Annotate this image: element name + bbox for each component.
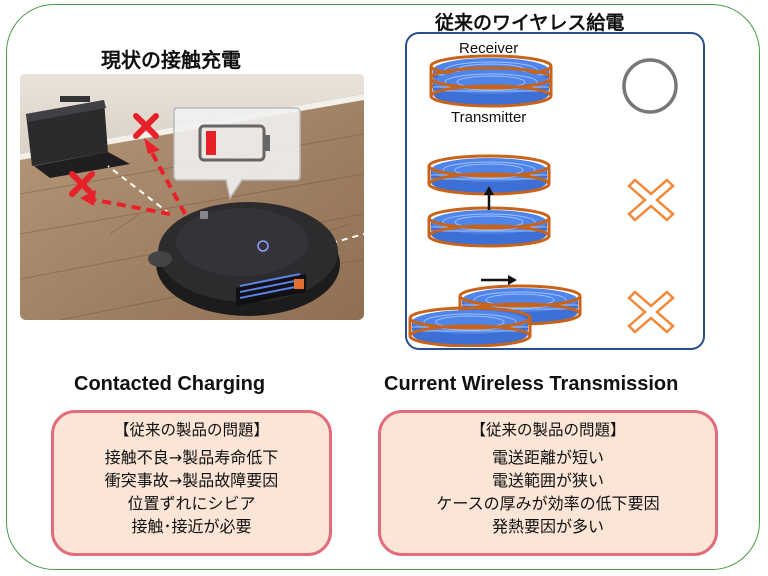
cross-ng-icon: [627, 290, 675, 334]
problem-item: 接触不良→製品寿命低下: [104, 448, 279, 467]
coil-alignment-panel: Receiver Transmitter: [405, 32, 705, 350]
low-battery-bubble: [173, 107, 301, 200]
wireless-transmission-heading-en: Current Wireless Transmission: [384, 373, 679, 395]
problem-item: 位置ずれにシビア: [127, 494, 256, 513]
problem-item: 電送範囲が狭い: [491, 471, 604, 490]
problems-list: 電送距離が短い 電送範囲が狭い ケースの厚みが効率の低下要因 発熱要因が多い: [381, 446, 715, 538]
charging-dock: [26, 96, 130, 178]
problem-item: 接触･接近が必要: [131, 517, 252, 536]
contact-charging-problems-box: 【従来の製品の問題】 接触不良→製品寿命低下 衝突事故→製品故障要因 位置ずれに…: [51, 410, 332, 556]
cross-ng-icon: [627, 178, 675, 222]
low-battery-icon: [198, 124, 270, 162]
problem-item: 電送距離が短い: [491, 448, 604, 467]
wireless-transmission-heading-jp: 従来のワイヤレス給電: [435, 12, 625, 34]
aligned-coils: [429, 54, 553, 108]
problems-list: 接触不良→製品寿命低下 衝突事故→製品故障要因 位置ずれにシビア 接触･接近が必…: [54, 446, 329, 538]
receiver-label: Receiver: [459, 40, 519, 57]
problem-item: ケースの厚みが効率の低下要因: [436, 494, 660, 513]
separated-coils: [427, 154, 551, 248]
robot-vacuum: [148, 202, 340, 316]
circle-ok-icon: [622, 58, 678, 114]
problem-item: 発熱要因が多い: [491, 517, 604, 536]
problem-item: 衝突事故→製品故障要因: [104, 471, 279, 490]
problems-title: 【従来の製品の問題】: [470, 421, 626, 439]
contact-charging-heading-en: Contacted Charging: [74, 373, 266, 395]
robot-vacuum-illustration: [20, 74, 364, 320]
contact-charging-heading-jp: 現状の接触充電: [101, 48, 241, 72]
offset-coils: [408, 275, 582, 347]
wireless-problems-box: 【従来の製品の問題】 電送距離が短い 電送範囲が狭い ケースの厚みが効率の低下要…: [378, 410, 718, 556]
contact-failure-icon: [69, 113, 159, 197]
transmitter-label: Transmitter: [451, 109, 527, 126]
problems-title: 【従来の製品の問題】: [113, 421, 269, 439]
